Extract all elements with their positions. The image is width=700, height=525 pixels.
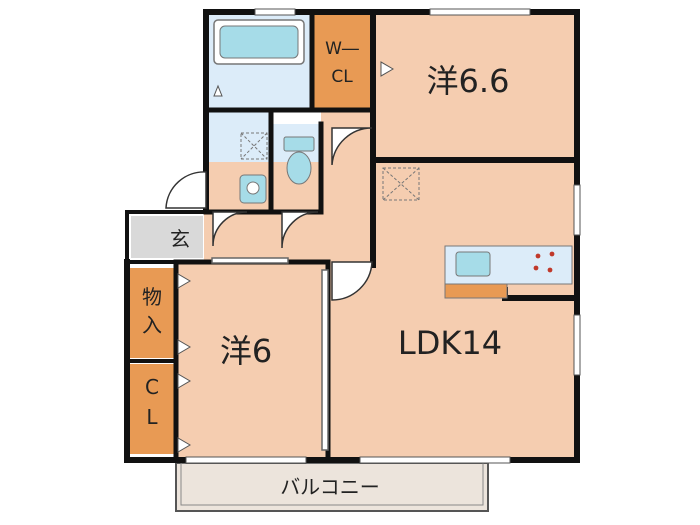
- room-closet: [130, 364, 176, 454]
- label-walk-in-closet-line2: CL: [331, 67, 353, 87]
- door-hall-sliding: [211, 257, 289, 264]
- label-storage-line2: 入: [142, 313, 162, 337]
- balcony-label: バルコニー: [280, 475, 380, 499]
- room-storage: [130, 268, 176, 358]
- window-right-ldk-upper: [573, 184, 581, 236]
- window-bottom-western: [185, 456, 307, 464]
- label-entrance: 玄: [170, 227, 190, 251]
- label-closet-line2: L: [146, 405, 158, 429]
- door-entrance: [165, 171, 207, 209]
- toilet-icon: [283, 136, 315, 185]
- kitchen-sink-icon: [455, 251, 491, 277]
- door-western-6-6: [331, 127, 373, 166]
- door-western-6-sliding: [321, 269, 329, 451]
- closet-door-markers: [177, 61, 394, 453]
- window-top-bath: [254, 8, 296, 16]
- window-right-ldk-lower: [573, 314, 581, 376]
- fixtures: [213, 19, 573, 299]
- room-walk-in-closet: [312, 14, 373, 110]
- ceiling-hatch-icon: [382, 167, 420, 201]
- label-storage-line1: 物: [142, 285, 162, 309]
- label-western-6-6: 洋6.6: [427, 62, 510, 100]
- window-top-western: [429, 8, 531, 16]
- window-bottom-ldk: [359, 456, 511, 464]
- label-closet-line1: C: [145, 375, 159, 399]
- stove-icon: [533, 251, 555, 273]
- room-labels: 洋6.6 洋6 LDK14 W― CL 物 入 C L 玄: [142, 39, 509, 429]
- windows: [185, 8, 581, 464]
- room-ldk: [328, 162, 575, 457]
- room-western-6: [176, 262, 328, 457]
- door-toilet: [281, 211, 319, 249]
- doors: [165, 127, 373, 451]
- door-ldk: [331, 261, 373, 301]
- label-walk-in-closet-line1: W―: [325, 39, 359, 59]
- label-ldk: LDK14: [398, 324, 502, 362]
- room-western-6-6: [373, 14, 575, 160]
- ceiling-hatch-icon: [240, 132, 268, 160]
- label-western-6: 洋6: [220, 332, 272, 370]
- washbasin-icon: [239, 174, 267, 204]
- bathtub-icon: [213, 19, 305, 65]
- balcony: バルコニー: [175, 462, 489, 512]
- door-washroom: [212, 211, 248, 247]
